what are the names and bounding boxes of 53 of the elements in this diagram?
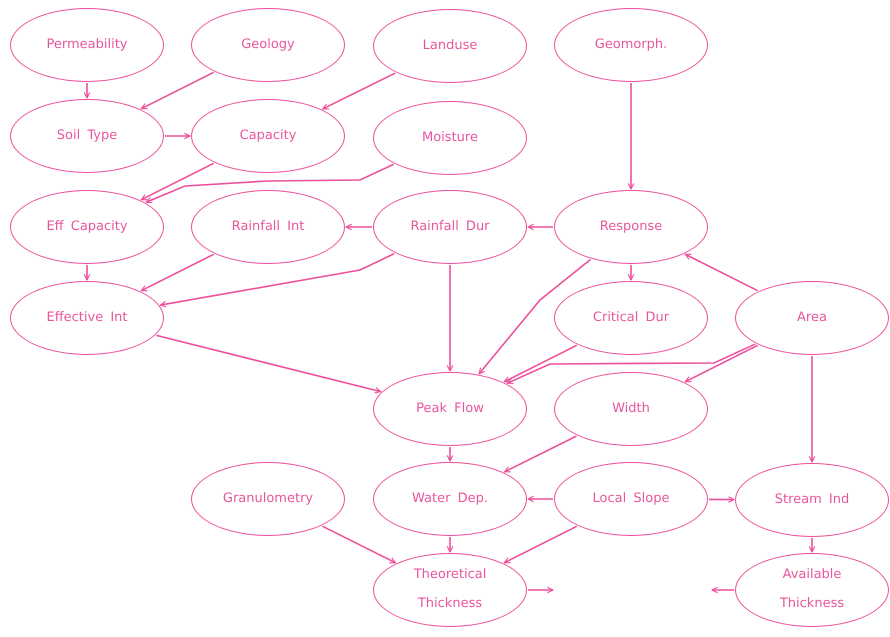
node-label: Geology bbox=[240, 36, 296, 54]
arrow bbox=[84, 83, 90, 99]
node-label: Permeability bbox=[46, 36, 128, 54]
node-label: Eff Capacity bbox=[45, 218, 129, 236]
node-label: Theoretical Thickness bbox=[412, 566, 488, 613]
arrow bbox=[140, 162, 214, 200]
arrow bbox=[446, 447, 454, 462]
arrow bbox=[684, 254, 758, 292]
node-label: Peak Flow bbox=[415, 400, 485, 418]
arrow bbox=[711, 586, 734, 594]
node-label: Rainfall Dur bbox=[409, 218, 491, 236]
arrow bbox=[504, 526, 578, 564]
arrow bbox=[140, 254, 214, 292]
arrow bbox=[84, 265, 90, 281]
node-label: Granulometry bbox=[222, 490, 314, 508]
arrow bbox=[140, 72, 214, 110]
node-label: Moisture bbox=[421, 128, 479, 147]
node-label: Available Thickness bbox=[778, 566, 846, 613]
arrow bbox=[160, 252, 395, 308]
node-label: Response bbox=[598, 218, 664, 236]
node-label: Effective Int bbox=[45, 308, 129, 327]
node-label: Geomorph. bbox=[594, 36, 668, 54]
arrow bbox=[808, 538, 816, 553]
node-label: Width bbox=[611, 400, 651, 418]
node-label: Critical Dur bbox=[592, 308, 670, 327]
arrow bbox=[446, 537, 454, 553]
arrow bbox=[527, 224, 553, 230]
arrow bbox=[322, 72, 396, 110]
node-label: Landuse bbox=[422, 36, 478, 55]
arrow bbox=[808, 356, 816, 463]
arrow bbox=[446, 265, 454, 372]
arrow bbox=[322, 526, 396, 564]
node-label: Soil Type bbox=[56, 126, 118, 145]
arrow bbox=[527, 496, 553, 502]
arrow bbox=[478, 258, 592, 374]
node-label: Stream Ind bbox=[774, 490, 850, 509]
arrow bbox=[628, 83, 634, 190]
arrow bbox=[504, 435, 577, 473]
arrow bbox=[684, 344, 758, 382]
node-label: Local Slope bbox=[592, 490, 670, 508]
arrow bbox=[628, 265, 634, 281]
node-label: Area bbox=[796, 308, 828, 327]
arrow bbox=[146, 164, 394, 204]
arrow bbox=[708, 496, 735, 503]
arrow bbox=[165, 132, 191, 140]
node-label: Capacity bbox=[238, 126, 298, 145]
arrow bbox=[156, 334, 382, 394]
arrow bbox=[345, 224, 372, 230]
node-label: Water Dep. bbox=[411, 490, 489, 508]
node-label: Rainfall Int bbox=[230, 218, 306, 236]
arrow bbox=[506, 343, 756, 384]
arrow bbox=[504, 344, 578, 382]
arrow bbox=[528, 586, 554, 594]
